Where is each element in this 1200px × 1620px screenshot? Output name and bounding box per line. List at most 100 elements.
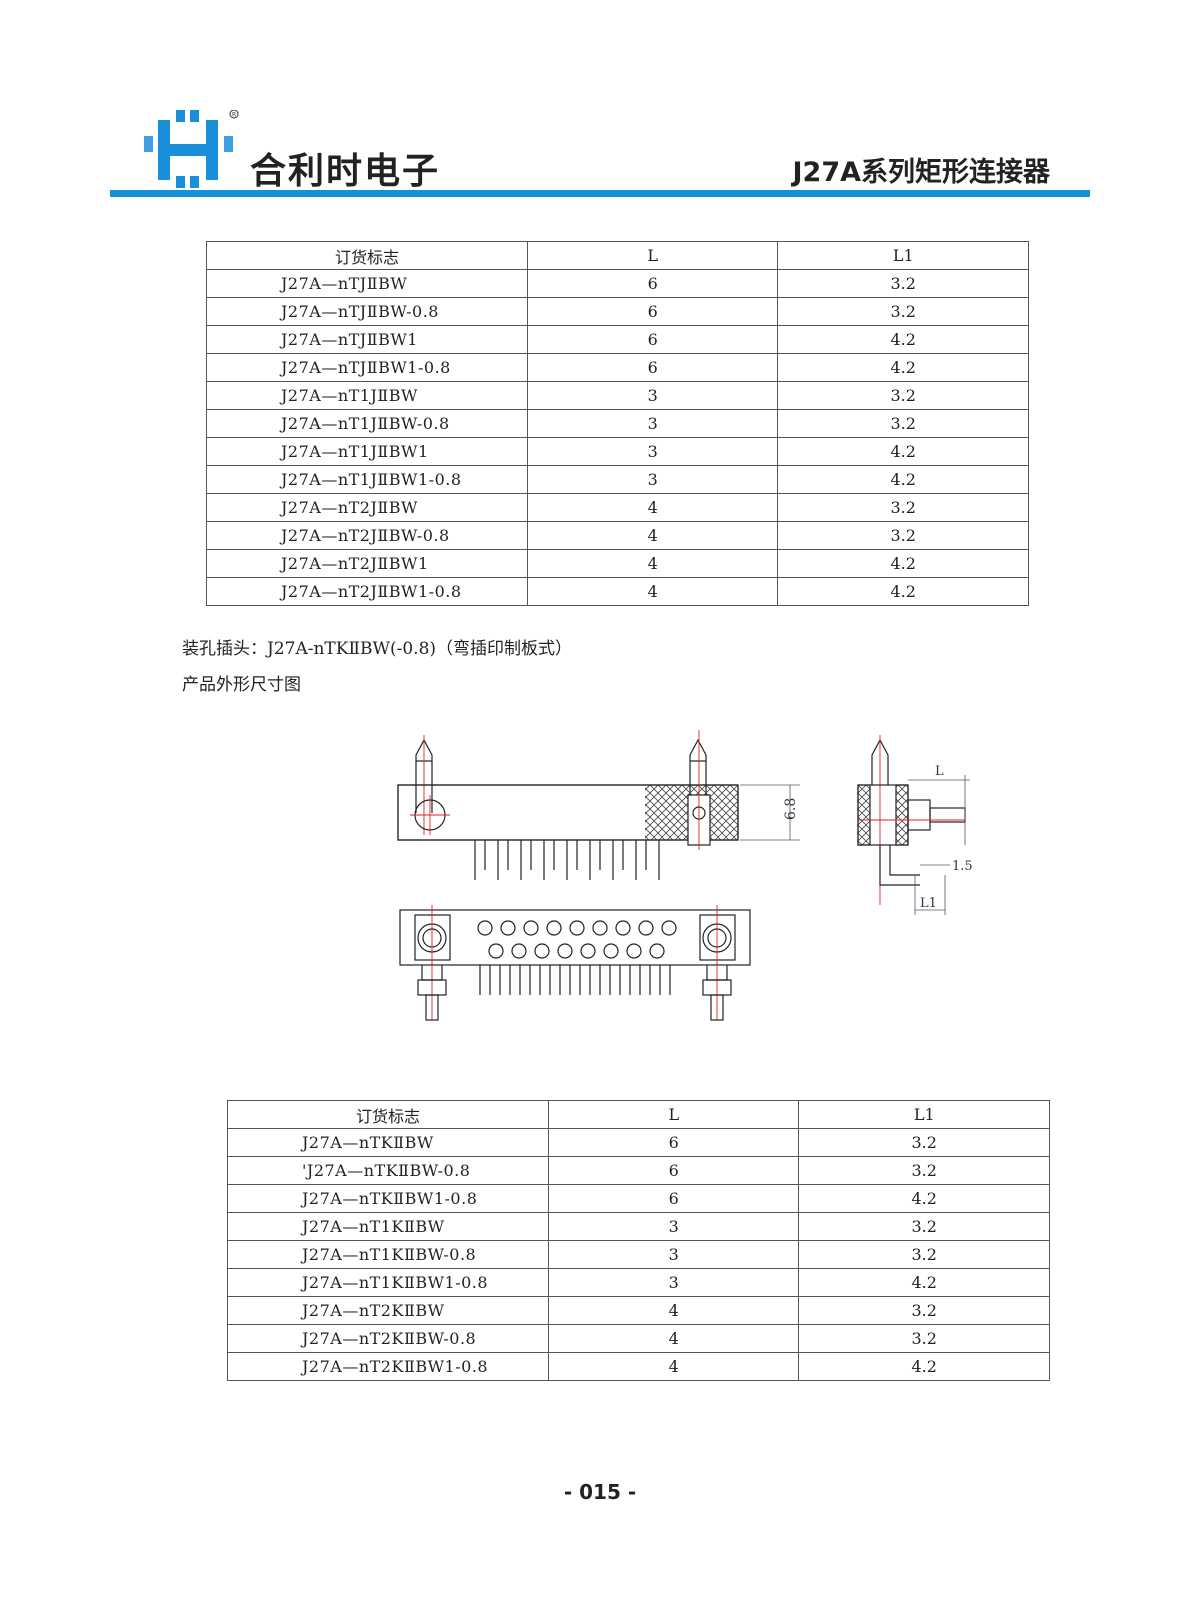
l-cell: 3 xyxy=(527,465,779,494)
l-cell: 6 xyxy=(527,353,779,382)
l1-cell: 3.2 xyxy=(798,1128,1050,1157)
socket-holes xyxy=(477,920,677,959)
order-code-cell: J27A—nT1JⅡBW-0.8 xyxy=(205,409,529,438)
l1-cell: 3.2 xyxy=(777,493,1029,522)
l1-cell: 3.2 xyxy=(798,1240,1050,1269)
series-title: J27A系列矩形连接器 xyxy=(792,157,1050,188)
order-code-cell: J27A—nTJⅡBW xyxy=(205,269,529,298)
l-cell: 4 xyxy=(527,493,779,522)
order-code-cell: J27A—nT2KⅡBW xyxy=(226,1296,550,1325)
l-cell: 4 xyxy=(548,1324,800,1353)
column-header-order-code: 订货标志 xyxy=(226,1100,550,1129)
page-header: R 合利时电子 J27A系列矩形连接器 xyxy=(110,108,1090,200)
l-cell: 3 xyxy=(548,1212,800,1241)
l1-cell: 4.2 xyxy=(798,1268,1050,1297)
l1-cell: 3.2 xyxy=(777,269,1029,298)
order-code-cell: J27A—nT1KⅡBW1-0.8 xyxy=(226,1268,550,1297)
table-header-row: 订货标志 L L1 xyxy=(226,1100,1050,1129)
l-cell: 3 xyxy=(527,381,779,410)
l-cell: 4 xyxy=(527,521,779,550)
order-code-cell: J27A—nT1KⅡBW xyxy=(226,1212,550,1241)
l-cell: 6 xyxy=(527,325,779,354)
order-code-cell: J27A—nT2JⅡBW xyxy=(205,493,529,522)
column-header-order-code: 订货标志 xyxy=(205,241,529,270)
l1-cell: 4.2 xyxy=(777,577,1029,606)
l-cell: 6 xyxy=(548,1184,800,1213)
l1-cell: 4.2 xyxy=(777,437,1029,466)
brand-name: 合利时电子 xyxy=(250,151,441,192)
bottom-view xyxy=(399,905,751,1021)
column-header-l: L xyxy=(527,241,779,270)
side-view xyxy=(857,735,970,915)
column-header-l1: L1 xyxy=(798,1100,1050,1129)
svg-text:R: R xyxy=(232,112,236,119)
column-header-l1: L1 xyxy=(777,241,1029,270)
l1-cell: 3.2 xyxy=(798,1212,1050,1241)
order-code-cell: J27A—nT2JⅡBW-0.8 xyxy=(205,521,529,550)
l1-cell: 3.2 xyxy=(798,1296,1050,1325)
order-code-cell: J27A—nT1JⅡBW1 xyxy=(205,437,529,466)
order-code-cell: J27A—nT2JⅡBW1-0.8 xyxy=(205,577,529,606)
l1-cell: 4.2 xyxy=(798,1352,1050,1381)
l-cell: 3 xyxy=(527,437,779,466)
order-code-cell: J27A—nTJⅡBW1 xyxy=(205,325,529,354)
pin-row-bottom xyxy=(479,965,671,995)
order-code-cell: 'J27A—nTKⅡBW-0.8 xyxy=(226,1156,550,1185)
height-dimension-label: 6.8 xyxy=(783,798,799,820)
page-number: - 015 - xyxy=(563,1480,637,1504)
header-divider xyxy=(110,190,1090,197)
l1-cell: 4.2 xyxy=(777,353,1029,382)
company-logo-icon: R xyxy=(144,110,239,188)
order-code-cell: J27A—nT2KⅡBW1-0.8 xyxy=(226,1352,550,1381)
l-cell: 6 xyxy=(548,1128,800,1157)
l1-cell: 3.2 xyxy=(777,381,1029,410)
l1-cell: 3.2 xyxy=(798,1156,1050,1185)
l-cell: 6 xyxy=(548,1156,800,1185)
order-code-cell: J27A—nTJⅡBW-0.8 xyxy=(205,297,529,326)
l-cell: 6 xyxy=(527,269,779,298)
order-code-cell: J27A—nT1JⅡBW xyxy=(205,381,529,410)
order-code-cell: J27A—nT1KⅡBW-0.8 xyxy=(226,1240,550,1269)
l1-cell: 4.2 xyxy=(798,1184,1050,1213)
length1-dimension-label: L1 xyxy=(920,896,937,911)
l1-cell: 3.2 xyxy=(777,297,1029,326)
pin-row-front xyxy=(474,840,660,880)
order-code-cell: J27A—nTKⅡBW xyxy=(226,1128,550,1157)
drawing-caption: 产品外形尺寸图 xyxy=(182,675,301,695)
l1-cell: 3.2 xyxy=(777,521,1029,550)
l-cell: 4 xyxy=(548,1352,800,1381)
l1-cell: 4.2 xyxy=(777,549,1029,578)
length-dimension-label: L xyxy=(935,764,944,779)
l1-cell: 4.2 xyxy=(777,465,1029,494)
l1-cell: 3.2 xyxy=(777,409,1029,438)
connector-dimension-drawing: 6.8 L 1.5 L1 xyxy=(397,730,973,1021)
l-cell: 3 xyxy=(527,409,779,438)
order-code-cell: J27A—nT2KⅡBW-0.8 xyxy=(226,1324,550,1353)
socket-type-note: 装孔插头：J27A-nTKⅡBW(-0.8)（弯插印制板式） xyxy=(182,639,573,659)
front-view xyxy=(397,730,800,880)
l-cell: 4 xyxy=(548,1296,800,1325)
order-code-cell: J27A—nTKⅡBW1-0.8 xyxy=(226,1184,550,1213)
l1-cell: 3.2 xyxy=(798,1324,1050,1353)
l-cell: 6 xyxy=(527,297,779,326)
order-code-cell: J27A—nT1JⅡBW1-0.8 xyxy=(205,465,529,494)
